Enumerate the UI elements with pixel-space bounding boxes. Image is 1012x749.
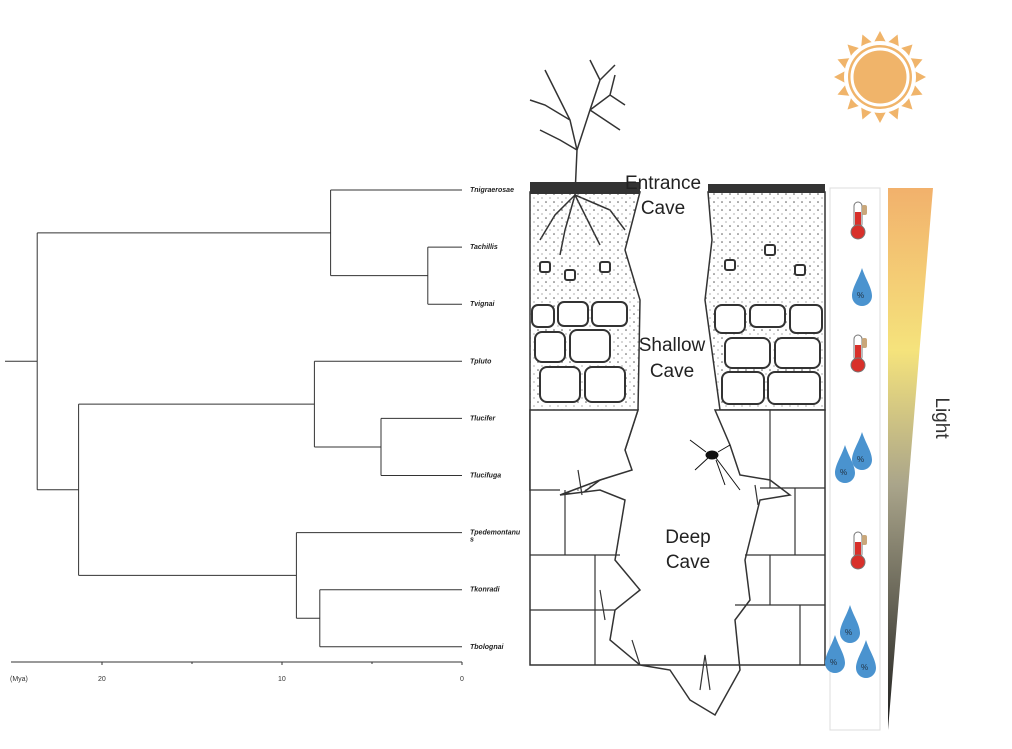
svg-text:%: % — [840, 468, 847, 477]
svg-text:%: % — [830, 658, 837, 667]
water-drop-icon: % — [852, 432, 872, 470]
leaf-label: Tlucifer — [470, 415, 497, 422]
sun-ray — [834, 70, 847, 84]
leaf-label: Tachillis — [470, 244, 498, 251]
conditions-panel — [829, 187, 881, 731]
leaf-label: Tbolognai — [470, 644, 504, 651]
thermometer-icon — [850, 531, 867, 570]
svg-text:%: % — [857, 291, 864, 300]
sun-ray — [847, 44, 862, 59]
axis-tick-label: 20 — [98, 676, 106, 683]
leaf-label: Tnigraerosae — [470, 187, 514, 194]
sun-ray — [913, 70, 926, 84]
water-drop-icon: % — [825, 635, 845, 673]
water-drop-icon: % — [856, 640, 876, 678]
conditions-icons: %%%%%% — [825, 201, 876, 678]
sun-ray — [898, 95, 913, 110]
thermometer-icon — [850, 334, 867, 373]
light-gradient — [888, 188, 933, 730]
water-drop-icon: % — [840, 605, 860, 643]
water-drop-icon: % — [852, 268, 872, 306]
sun-ray — [873, 31, 887, 44]
sun-ray — [898, 44, 913, 59]
light-label: Light — [931, 397, 952, 439]
axis-tick-label: 0 — [460, 676, 464, 683]
svg-text:%: % — [857, 455, 864, 464]
leaf-label: Tpluto — [470, 358, 492, 365]
time-axis: (Mya) 20 10 0 — [10, 661, 464, 683]
svg-text:%: % — [845, 628, 852, 637]
sun-icon — [834, 31, 926, 123]
water-drop-icon: % — [835, 445, 855, 483]
axis-tick-label: 10 — [278, 676, 286, 683]
leaf-label: Tlucifuga — [470, 473, 501, 480]
sun-ray — [847, 95, 862, 110]
leaf-label: Tkonradi — [470, 587, 501, 594]
axis-unit-label: (Mya) — [10, 676, 28, 683]
thermometer-icon — [850, 201, 867, 240]
phylogenetic-tree: TnigraerosaeTachillisTvignaiTplutoTlucif… — [5, 187, 521, 651]
svg-text:%: % — [861, 663, 868, 672]
sun-ray — [873, 110, 887, 123]
leaf-label: Tvignai — [470, 301, 496, 308]
spider-icon — [689, 439, 741, 491]
